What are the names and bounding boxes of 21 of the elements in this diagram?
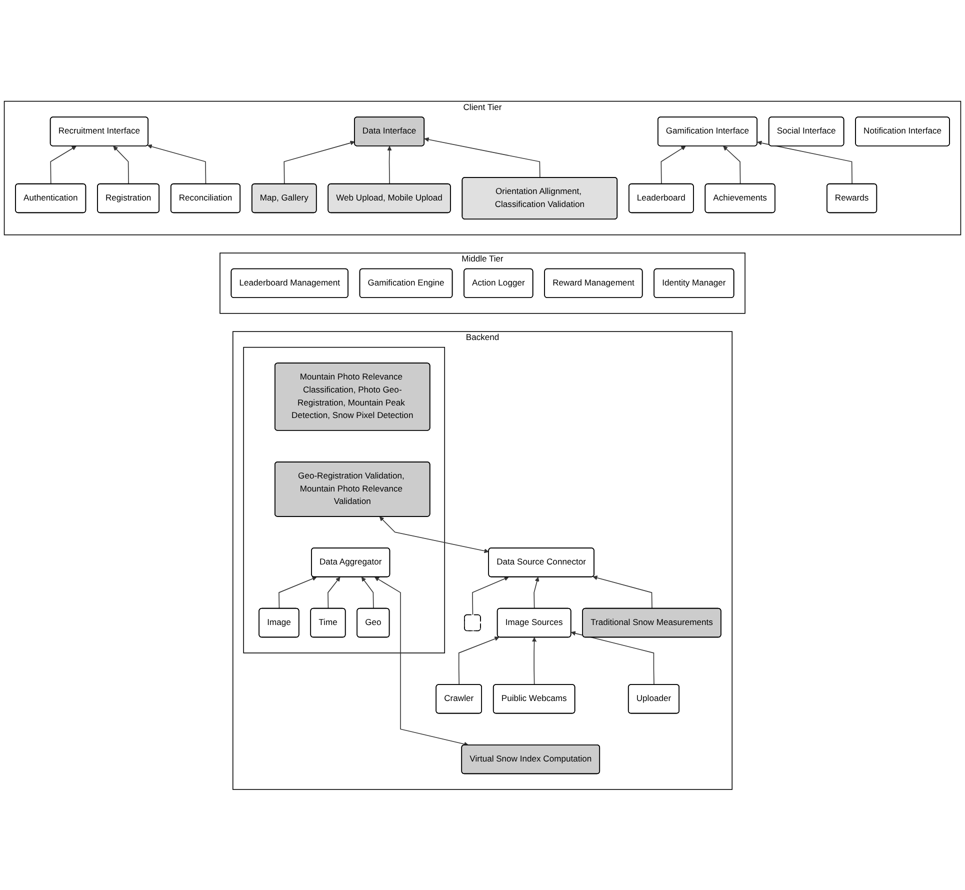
cluster [243,346,446,653]
arrow [50,146,76,184]
arrow [328,576,340,609]
arrow [570,630,654,685]
arrow [424,136,540,178]
arrow [278,576,317,609]
arrow [472,576,509,616]
arrow [387,146,392,184]
arrow [592,575,652,609]
arrow [458,636,500,685]
arrow [374,576,469,746]
arrow [660,146,686,184]
arrow [147,144,206,184]
arrow [361,576,374,609]
arrow [379,516,489,553]
arrow [723,146,741,184]
arrow [534,576,540,609]
arrow [532,636,537,685]
arrow [284,140,355,184]
arrow [757,140,852,184]
arrow [113,146,129,184]
